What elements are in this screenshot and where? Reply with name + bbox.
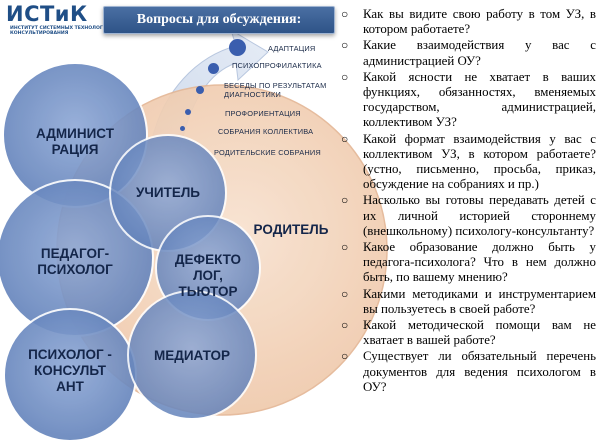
topic-dot	[196, 86, 204, 94]
mediator-circle	[127, 290, 257, 420]
mediator-label: МЕДИАТОР	[153, 348, 231, 363]
logo: ИСТиК ИНСТИТУТ СИСТЕМНЫХ ТЕХНОЛОГИЙ И КО…	[4, 2, 116, 50]
topic-dot	[229, 39, 246, 56]
teacher-label: УЧИТЕЛЬ	[135, 185, 200, 200]
questions-list: ○Как вы видите свою работу в том УЗ, в к…	[340, 7, 596, 396]
question-item: ○Какой ясности не хватает в ваших функци…	[341, 69, 596, 130]
bullet-icon: ○	[341, 286, 349, 301]
question-item: ○Какой методической помощи вам не хватае…	[341, 318, 596, 348]
topic-adaptation: АДАПТАЦИЯ	[268, 44, 316, 53]
question-item: ○Какой формат взаимодействия у вас с кол…	[341, 131, 596, 192]
topic-parent-meetings: РОДИТЕЛЬСКИЕ СОБРАНИЯ	[214, 148, 321, 157]
bullet-icon: ○	[341, 69, 349, 84]
question-item: ○Насколько вы готовы передавать детей с …	[341, 193, 596, 238]
bullet-icon: ○	[341, 193, 349, 208]
educational-psychologist-label: ПЕДАГОГ-ПСИХОЛОГ	[37, 246, 113, 277]
logo-subtitle: ИНСТИТУТ СИСТЕМНЫХ ТЕХНОЛОГИЙ И КОНСУЛЬТ…	[10, 26, 116, 37]
question-item: ○Какими методиками и инструментарием вы …	[341, 286, 596, 316]
parent-label: РОДИТЕЛЬ	[253, 222, 329, 237]
bullet-icon: ○	[341, 349, 349, 364]
question-item: ○Существует ли обязательный перечень док…	[341, 349, 596, 394]
bullet-icon: ○	[341, 318, 349, 333]
question-item: ○Как вы видите свою работу в том УЗ, в к…	[341, 7, 596, 37]
administration-label: АДМИНИСТ РАЦИЯ	[36, 126, 114, 157]
topic-dot	[208, 63, 219, 74]
topic-dot	[185, 109, 191, 115]
topic-career-guidance: ПРОФОРИЕНТАЦИЯ	[225, 109, 301, 118]
question-item: ○Какие взаимодействия у вас с администра…	[341, 38, 596, 68]
question-item: ○Какое образование должно быть у педагог…	[341, 240, 596, 285]
bullet-icon: ○	[341, 38, 349, 53]
topic-dot	[180, 126, 185, 131]
topic-staff-meetings: СОБРАНИЯ КОЛЛЕКТИВА	[218, 127, 314, 136]
logo-name: ИСТиК	[6, 2, 88, 26]
topic-psychoprophylaxis: ПСИХОПРОФИЛАКТИКА	[232, 61, 322, 70]
bullet-icon: ○	[341, 7, 349, 21]
defectologist-label: ДЕФЕКТО ЛОГ, ТЬЮТОР	[174, 252, 242, 299]
bullet-icon: ○	[341, 240, 349, 255]
discussion-title: Вопросы для обсуждения:	[103, 6, 335, 34]
psychologist-consultant-label: ПСИХОЛОГ - КОНСУЛЬТ АНТ	[28, 347, 112, 394]
topic-diagnostics-talks: БЕСЕДЫ ПО РЕЗУЛЬТАТАМ ДИАГНОСТИКИ	[224, 81, 327, 99]
bullet-icon: ○	[341, 131, 349, 146]
